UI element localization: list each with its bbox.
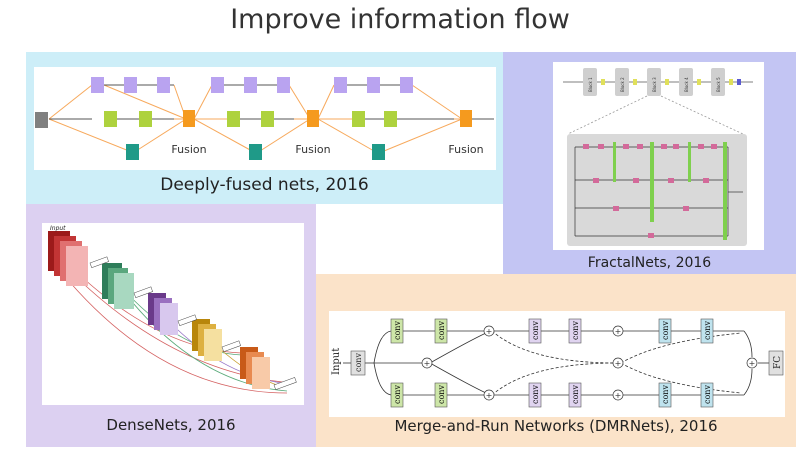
purple-block xyxy=(91,77,104,93)
block-label: Block 1 xyxy=(588,77,593,92)
fractal-block xyxy=(679,68,693,96)
svg-text:conv: conv xyxy=(393,321,402,340)
conv-block xyxy=(658,382,672,408)
svg-text:+: + xyxy=(615,391,622,400)
deeply-fused-panel: Fusion Fusion Fusion Deeply-fused nets, … xyxy=(26,52,503,204)
conv-block xyxy=(528,382,542,408)
purple-block xyxy=(157,77,170,93)
teal-block xyxy=(372,144,385,160)
svg-text:+: + xyxy=(615,359,622,368)
green-block xyxy=(384,111,397,127)
block-label: Block 4 xyxy=(684,77,689,92)
sum-node xyxy=(612,325,624,337)
block-label: Block 5 xyxy=(716,77,721,92)
green-block xyxy=(352,111,365,127)
fractal-block xyxy=(711,68,725,96)
conv-block xyxy=(700,382,714,408)
svg-text:conv: conv xyxy=(571,385,580,404)
block-label: Block 3 xyxy=(652,77,657,92)
purple-block xyxy=(211,77,224,93)
svg-text:+: + xyxy=(486,391,493,400)
svg-text:+: + xyxy=(749,359,756,368)
fractal-block xyxy=(583,68,597,96)
fractalnets-panel: Block 1 Block 2 Block 3 Block 4 Block 5 xyxy=(503,52,796,274)
purple-block xyxy=(124,77,137,93)
sum-node xyxy=(483,389,495,401)
sum-node xyxy=(483,325,495,337)
conv-block xyxy=(528,318,542,344)
fusion-node xyxy=(183,110,195,127)
dense-stack-orange xyxy=(240,347,270,389)
slide-title: Improve information flow xyxy=(230,4,570,35)
conv-block xyxy=(434,318,448,344)
svg-text:conv: conv xyxy=(437,321,446,340)
svg-text:conv: conv xyxy=(703,385,712,404)
conv-block xyxy=(434,382,448,408)
fusion-label: Fusion xyxy=(171,143,206,156)
dense-input-label: Input xyxy=(50,225,66,232)
green-block xyxy=(104,111,117,127)
fractalnets-caption: FractalNets, 2016 xyxy=(587,255,712,271)
fusion-node xyxy=(307,110,319,127)
svg-text:FC: FC xyxy=(773,356,783,369)
svg-text:+: + xyxy=(486,327,493,336)
svg-text:conv: conv xyxy=(354,353,363,372)
sum-node xyxy=(746,357,758,369)
sum-node xyxy=(421,357,433,369)
fractal-expanded-block xyxy=(567,134,747,246)
purple-block xyxy=(334,77,347,93)
fusion-label: Fusion xyxy=(448,143,483,156)
input-node xyxy=(35,112,48,128)
conv-block xyxy=(568,318,582,344)
deeply-fused-diagram: Fusion Fusion Fusion xyxy=(34,67,496,170)
svg-text:conv: conv xyxy=(531,385,540,404)
conv-block xyxy=(350,350,366,376)
svg-text:conv: conv xyxy=(571,321,580,340)
svg-text:conv: conv xyxy=(531,321,540,340)
purple-block xyxy=(367,77,380,93)
dense-stack-purple xyxy=(148,293,178,335)
conv-block xyxy=(700,318,714,344)
fusion-label: Fusion xyxy=(295,143,330,156)
sum-node xyxy=(612,389,624,401)
purple-block xyxy=(277,77,290,93)
green-block xyxy=(261,111,274,127)
svg-text:conv: conv xyxy=(661,321,670,340)
block-label: Block 2 xyxy=(620,77,625,92)
purple-block xyxy=(244,77,257,93)
teal-block xyxy=(126,144,139,160)
dmr-input-label: Input xyxy=(331,348,342,375)
dense-stack-red xyxy=(48,231,88,286)
dense-stack-green xyxy=(102,263,134,309)
fusion-node xyxy=(460,110,472,127)
fractal-block xyxy=(615,68,629,96)
deeply-fused-caption: Deeply-fused nets, 2016 xyxy=(160,175,369,195)
conv-block xyxy=(568,382,582,408)
svg-text:conv: conv xyxy=(661,385,670,404)
dmrnets-panel: Input conv conv conv conv conv conv conv xyxy=(316,274,796,447)
conv-block xyxy=(658,318,672,344)
sum-node xyxy=(612,357,624,369)
svg-text:+: + xyxy=(424,359,431,368)
svg-text:conv: conv xyxy=(393,385,402,404)
densenets-panel: Input DenseNets, 2016 xyxy=(26,204,316,447)
green-block xyxy=(227,111,240,127)
densenets-diagram: Input xyxy=(42,223,304,405)
fractal-block xyxy=(647,68,661,96)
fractalnets-diagram: Block 1 Block 2 Block 3 Block 4 Block 5 xyxy=(553,62,764,250)
svg-text:+: + xyxy=(615,327,622,336)
svg-text:conv: conv xyxy=(437,385,446,404)
purple-block xyxy=(400,77,413,93)
densenets-caption: DenseNets, 2016 xyxy=(106,416,236,434)
dense-stack-yellow xyxy=(192,319,222,361)
dmrnets-caption: Merge-and-Run Networks (DMRNets), 2016 xyxy=(394,417,718,435)
svg-text:conv: conv xyxy=(703,321,712,340)
green-block xyxy=(139,111,152,127)
conv-block xyxy=(390,382,404,408)
dmrnets-diagram: Input conv conv conv conv conv conv conv xyxy=(329,311,785,417)
conv-block xyxy=(390,318,404,344)
teal-block xyxy=(249,144,262,160)
fc-block xyxy=(768,350,784,376)
